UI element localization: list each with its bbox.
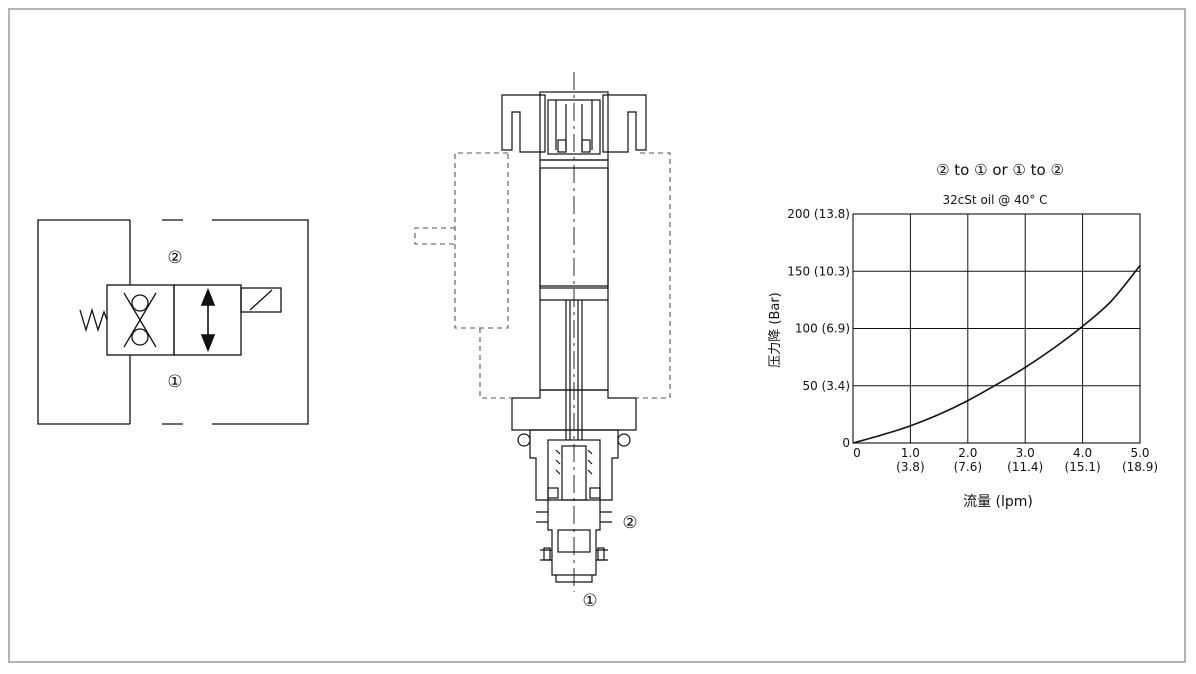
x-tick-sublabel: (18.9) <box>1122 460 1158 474</box>
open-envelope <box>173 284 242 356</box>
x-tick-sublabel: (7.6) <box>954 460 982 474</box>
x-tick-label: 5.0 <box>1130 446 1149 460</box>
hydraulic-symbol <box>37 219 309 425</box>
x-tick-label: 3.0 <box>1016 446 1035 460</box>
y-tick-label: 50 (3.4) <box>802 379 850 393</box>
x-tick-label: 4.0 <box>1073 446 1092 460</box>
solenoid-icon <box>240 287 282 313</box>
y-tick-label: 150 (10.3) <box>787 264 850 278</box>
spring-icon <box>79 307 108 333</box>
flow-arrow-icon <box>200 287 216 353</box>
x-tick-label: 2.0 <box>958 446 977 460</box>
x-tick-labels: 0 1.0(3.8) 2.0(7.6) 3.0(11.4) 4.0(15.1) 5.0(1… <box>853 446 1158 474</box>
symbol-port-2-label: ② <box>167 248 182 268</box>
chart-subtitle: 32cSt oil @ 40° C <box>942 193 1047 207</box>
x-tick-label: 0 <box>853 446 861 460</box>
coil-outline-dashed <box>414 152 671 399</box>
chart-title: ② to ① or ① to ② <box>936 161 1064 179</box>
pressure-drop-curve <box>852 265 1141 444</box>
check-ball-icon <box>131 328 149 346</box>
symbol-port-1-label: ① <box>167 372 182 392</box>
figure-frame <box>8 8 1186 663</box>
chart-series <box>852 265 1141 444</box>
cutaway-port-2-label: ② <box>622 513 637 533</box>
cutaway-port-1-label: ① <box>582 591 597 611</box>
x-tick-label: 1.0 <box>901 446 920 460</box>
y-tick-label: 0 <box>842 436 850 450</box>
y-axis-label: 压力降 (Bar) <box>768 292 783 368</box>
y-tick-labels: 0 50 (3.4) 100 (6.9) 150 (10.3) 200 (13.8) <box>787 207 850 450</box>
x-tick-sublabel: (15.1) <box>1065 460 1101 474</box>
chart-grid <box>852 213 1141 444</box>
x-tick-sublabel: (11.4) <box>1007 460 1043 474</box>
x-axis-label: 流量 (lpm) <box>963 494 1033 510</box>
y-tick-label: 100 (6.9) <box>795 322 850 336</box>
valve-cutaway <box>501 72 647 592</box>
check-ball-icon <box>131 294 149 312</box>
y-tick-label: 200 (13.8) <box>787 207 850 221</box>
x-tick-sublabel: (3.8) <box>896 460 924 474</box>
